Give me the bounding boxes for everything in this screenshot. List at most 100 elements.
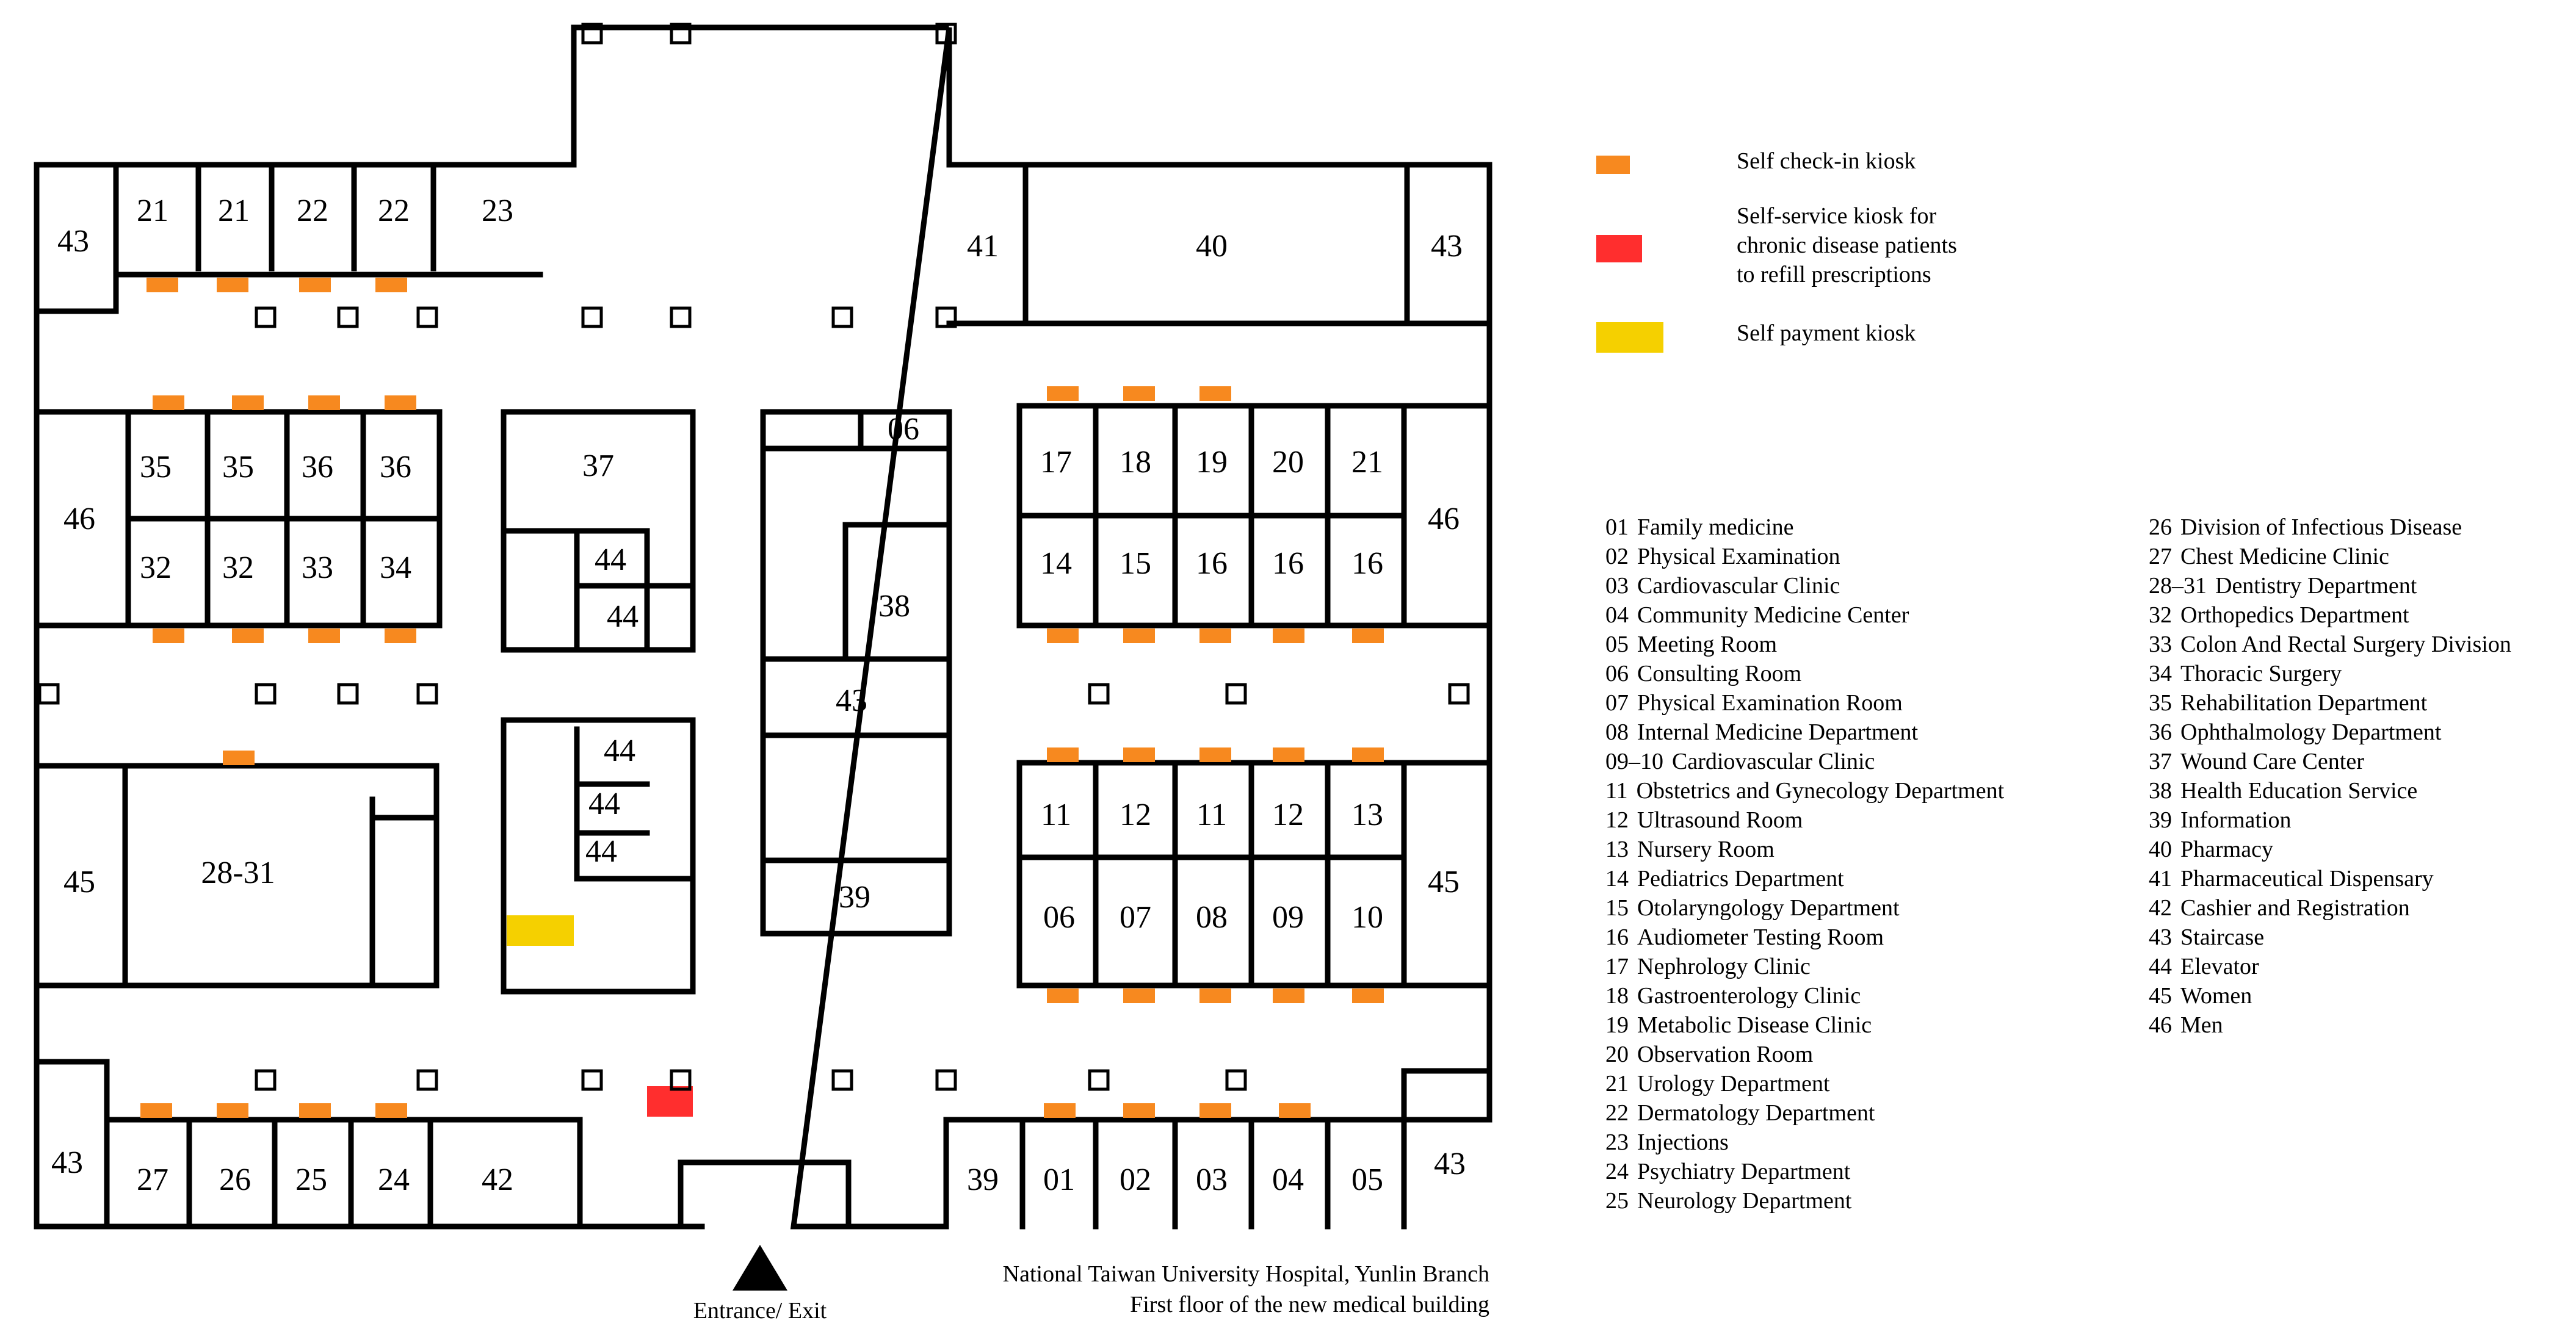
room-label: 19 [1196,445,1228,480]
room-label: 26 [219,1162,251,1197]
corridor-post [416,306,438,328]
department-name: Dentistry Department [2215,573,2417,599]
chronic-legend-line-1: Self-service kiosk for [1737,203,1937,229]
corridor-post [255,683,277,705]
department-name: Physical Examination Room [1637,690,1903,716]
room-label: 42 [482,1162,513,1197]
department-code: 26 [2149,514,2172,540]
department-name: Health Education Service [2180,778,2418,804]
corridor-post [337,683,359,705]
room-label: 44 [607,599,639,634]
department-code: 42 [2149,895,2172,921]
corridor-post [831,306,853,328]
caption-line-2: First floor of the new medical building [1130,1292,1489,1317]
chronic-kiosk-marker [647,1086,693,1117]
checkin-kiosk-marker [153,395,184,410]
room-label: 12 [1272,798,1304,832]
checkin-kiosk-marker [140,1103,172,1118]
payment-swatch [1596,322,1663,353]
department-code: 01 [1605,514,1629,540]
checkin-kiosk-marker [385,395,416,410]
department-code: 14 [1605,866,1629,892]
department-code: 16 [1605,924,1629,950]
checkin-kiosk-marker [1047,386,1079,401]
checkin-kiosk-marker [217,278,248,292]
payment-kiosk-marker [507,915,574,946]
checkin-kiosk-marker [153,629,184,643]
checkin-kiosk-marker [1273,629,1304,643]
department-name: Orthopedics Department [2180,602,2409,628]
room-label: 09 [1272,900,1304,935]
department-code: 02 [1605,544,1629,569]
room-label: 01 [1043,1162,1075,1197]
department-code: 09–10 [1605,749,1663,774]
room-label: 39 [967,1162,999,1197]
checkin-kiosk-marker [1047,629,1079,643]
corridor-post [255,1069,277,1091]
checkin-kiosk-marker [299,1103,331,1118]
checkin-kiosk-marker [308,629,340,643]
room-label: 06 [888,412,919,447]
department-name: Pharmaceutical Dispensary [2180,866,2434,892]
department-name: Internal Medicine Department [1637,719,1919,745]
checkin-swatch [1596,156,1630,174]
department-code: 25 [1605,1188,1629,1214]
room-label: 44 [604,733,635,768]
corridor-post [670,23,692,45]
checkin-kiosk-marker [375,278,407,292]
chronic-swatch [1596,235,1642,262]
checkin-kiosk-marker [1047,989,1079,1003]
walls [34,24,1492,1230]
room-label: 16 [1272,546,1304,581]
room-label: 36 [380,450,411,484]
corridor-post [38,683,60,705]
checkin-legend-label: Self check-in kiosk [1737,148,1916,174]
department-code: 18 [1605,983,1629,1009]
department-code: 12 [1605,807,1629,833]
checkin-kiosk-marker [223,751,255,765]
room-label: 32 [140,550,172,585]
room-label: 02 [1120,1162,1151,1197]
room-label: 43 [57,224,89,259]
room-label: 44 [588,787,620,821]
corridor-post [670,306,692,328]
room-label: 14 [1040,546,1072,581]
checkin-kiosk-marker [232,629,264,643]
department-code: 33 [2149,632,2172,657]
room-label: 43 [1431,229,1463,264]
department-name: Metabolic Disease Clinic [1637,1012,1872,1038]
department-name: Obstetrics and Gynecology Department [1636,778,2005,804]
checkin-kiosk-marker [1199,386,1231,401]
room-label: 36 [302,450,333,484]
department-code: 45 [2149,983,2172,1009]
room-label: 20 [1272,445,1304,480]
corridor-post [935,306,957,328]
department-name: Audiometer Testing Room [1637,924,1884,950]
corridor-post [416,1069,438,1091]
checkin-kiosk-marker [1199,989,1231,1003]
corridor-post [935,23,957,45]
department-name: Nursery Room [1637,837,1775,862]
checkin-kiosk-marker [1123,386,1155,401]
corridor-post [581,306,603,328]
checkin-kiosk-marker [1123,1103,1155,1118]
department-code: 19 [1605,1012,1629,1038]
corridor-post [1088,683,1110,705]
